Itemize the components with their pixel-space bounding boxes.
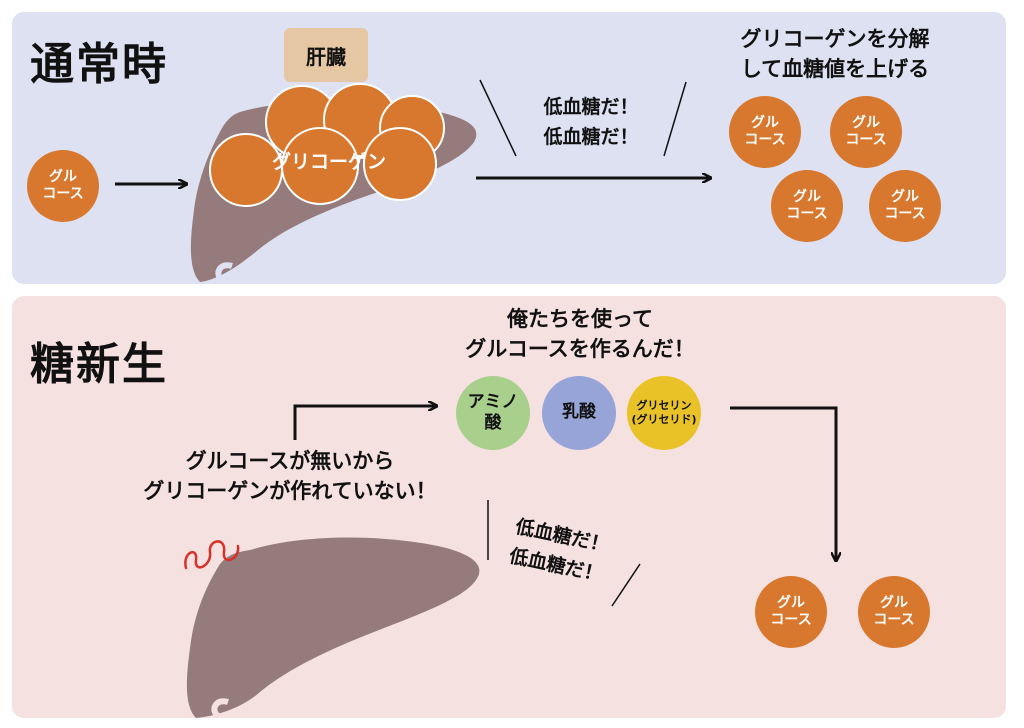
arrow-to-new-glucose <box>730 406 836 560</box>
arrow-to-materials <box>293 406 436 440</box>
materials-speech: 俺たちを使って グルコースを作るんだ！ <box>465 307 695 361</box>
glucose-out: グル コース <box>869 170 941 242</box>
liver-bottom-shape <box>186 537 480 718</box>
lactic-acid-circle: 乳酸 <box>542 376 616 450</box>
gluconeogenesis-panel <box>12 296 1006 718</box>
hypoglycemia-shout-top: 低血糖だ！ 低血糖だ！ <box>543 96 639 148</box>
new-glucose: グル コース <box>858 576 930 648</box>
glycerin-circle: グリセリン (グリセリド) <box>627 376 701 450</box>
glycogen-label: グリコーゲン <box>271 151 386 173</box>
no-glycogen-caption: グルコースが無いから グリコーゲンが作れていない！ <box>143 449 437 503</box>
amino-acid-circle: アミノ 酸 <box>456 376 530 450</box>
normal-state-title: 通常時 <box>30 39 168 90</box>
glucose-out: グル コース <box>830 96 902 168</box>
glucose-in: グル コース <box>27 150 99 222</box>
glucose-out: グル コース <box>729 96 801 168</box>
glycogen-breakdown-caption: グリコーゲンを分解 して血糖値を上げる <box>740 27 930 81</box>
glycogen-cluster <box>209 83 445 207</box>
glucose-out: グル コース <box>771 170 843 242</box>
liver-label: 肝臓 <box>284 28 368 82</box>
alarm-squiggle <box>184 540 240 570</box>
new-glucose: グル コース <box>755 576 827 648</box>
gluconeogenesis-title: 糖新生 <box>30 339 168 390</box>
